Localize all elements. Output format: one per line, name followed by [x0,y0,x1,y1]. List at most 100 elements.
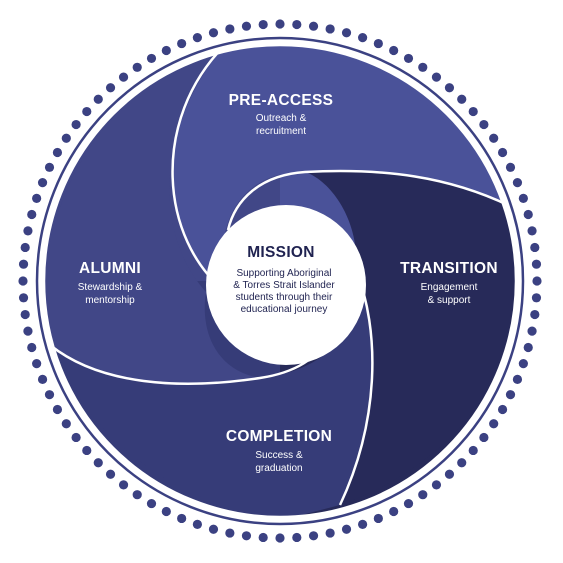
ring-dot [403,498,414,509]
ring-dot [18,293,29,303]
ring-dot [479,432,489,443]
transition-sub-2: & support [428,295,471,306]
ring-dot [71,432,81,443]
ring-dot [505,390,516,400]
ring-dot [192,519,202,529]
ring-dot [358,33,368,43]
ring-dot [489,133,499,143]
ring-dot [105,83,116,93]
ring-dot [468,445,478,456]
mission-line-3: students through their [236,292,333,303]
ring-dot [518,193,528,203]
mission-circle [206,205,366,365]
ring-dot [37,178,48,188]
ring-dot [530,309,540,320]
ring-dot [258,19,268,30]
ring-dot [52,404,63,415]
completion-sub-2: graduation [255,463,302,474]
ring-dot [32,193,42,203]
ring-dot [457,94,467,104]
ring-dot [512,374,523,384]
ring-dot [61,419,71,429]
ring-dot [20,242,30,253]
ring-dot [146,498,157,509]
ring-dot [208,524,219,534]
label-completion: COMPLETION Success & graduation [226,428,332,474]
ring-dot [489,419,499,429]
label-transition: TRANSITION Engagement & support [400,260,498,306]
ring-dot [373,38,383,49]
swirl-completion [50,270,373,517]
dotted-outer-ring [18,19,542,543]
completion-title: COMPLETION [226,428,332,445]
ring-dot [479,119,489,130]
ring-dot [225,24,235,34]
ring-dot [523,342,533,353]
ring-dot [292,19,302,30]
ring-dot [192,33,202,43]
ring-dot [418,490,428,500]
ring-dot [389,506,399,517]
ring-dot [358,519,368,529]
ring-dot [118,480,129,490]
ring-dot [161,506,171,517]
pre-access-sub-2: recruitment [256,126,306,137]
ring-dot [23,226,33,236]
ring-dot [531,259,542,269]
ring-dot [225,528,235,538]
ring-dot [37,374,48,384]
ring-dot [512,178,523,188]
ring-dot [18,276,28,286]
ring-dot [241,21,252,31]
ring-dot [275,19,285,29]
ring-dot [532,276,542,286]
divider-pre-alumni [171,45,227,293]
ring-dot [530,242,540,253]
ring-dot [258,532,268,543]
completion-sub-1: Success & [255,450,303,461]
transition-sub-1: Engagement [421,282,478,293]
ring-dot [418,62,428,72]
ring-dot [208,28,219,38]
ring-dot [497,147,508,158]
ring-dot [44,390,55,400]
ring-dot [389,45,399,56]
ring-dot [93,458,103,468]
ring-dot [325,24,335,34]
ring-dot [71,119,81,130]
ring-dot [403,53,414,64]
ring-dot [468,106,478,117]
pre-access-title: PRE-ACCESS [229,92,334,109]
ring-dot [444,469,455,479]
ring-dot [497,404,508,415]
ring-dot [308,21,319,31]
ring-dot [275,533,285,543]
mission-line-1: Supporting Aboriginal [236,268,331,279]
ring-dot [518,359,528,369]
mission-line-2: & Torres Strait Islander [233,280,335,291]
ring-dot [241,531,252,541]
ring-dot [341,524,352,534]
alumni-sub-1: Stewardship & [78,282,143,293]
ring-dot [32,359,42,369]
ring-dot [527,326,537,336]
transition-title: TRANSITION [400,260,498,277]
ring-dot [431,480,442,490]
ring-dot [527,226,537,236]
mission-label: MISSION Supporting Aboriginal & Torres S… [233,244,335,315]
ring-dot [457,458,467,468]
divider-pre-transition [226,169,516,231]
ring-dot [118,72,129,82]
pre-access-sub-1: Outreach & [256,113,307,124]
ring-dot [82,445,92,456]
ring-dot [325,528,335,538]
ring-dot [341,28,352,38]
ring-dot [373,513,383,524]
ring-dot [292,532,302,543]
swirl-pre-access [172,45,516,292]
ring-dot [308,531,319,541]
ring-dot [132,490,142,500]
alumni-title: ALUMNI [79,260,141,277]
